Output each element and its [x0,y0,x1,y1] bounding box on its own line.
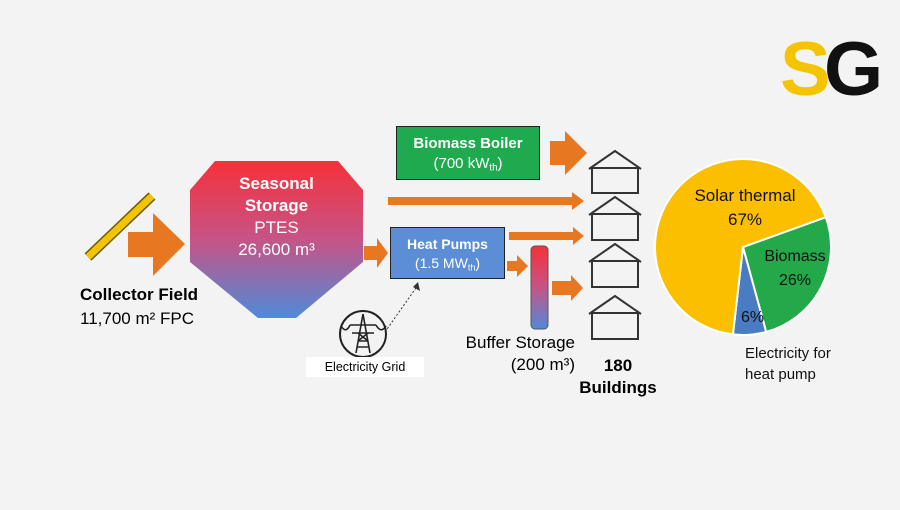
electricity-grid-label: Electricity Grid [306,357,424,377]
pie-label-electricity: Electricity for heat pump [745,343,831,385]
pie-label-biomass-value: 26% [778,272,812,289]
collector-field-subtitle: 11,700 m² FPC [80,309,195,328]
buffer-storage-tank [530,245,549,330]
pie-label-biomass: Biomass 26% [750,245,840,293]
logo-letter-s: S [780,27,831,112]
electricity-pylon-icon [339,310,387,358]
solar-collector-icon [84,192,156,261]
biomass-boiler-box: Biomass Boiler (700 kWth) [396,126,540,180]
arrow-heatpumps-to-buffer [507,255,528,277]
logo-letter-g: G [824,27,883,112]
collector-field-title: Collector Field [80,285,199,304]
storage-line-volume: 26,600 m³ [238,240,315,259]
energy-share-pie-chart [654,158,832,336]
buildings-count: 180 [603,356,633,375]
pie-label-solar: Solar thermal 67% [675,184,815,232]
pie-label-electricity-value: 6% [741,309,765,326]
arrow-storage-to-buildings [388,192,584,210]
pie-slice-solar-thermal [654,158,828,336]
arrow-buffer-to-buildings [552,275,583,301]
pie-label-solar-name: Solar thermal [694,186,796,205]
grid-to-heatpumps-connector [384,284,419,333]
arrow-storage-to-heatpumps [364,238,388,268]
seasonal-storage-shape [190,161,363,318]
arrow-biomass-to-buildings [550,131,587,175]
buildings-icon [588,149,642,340]
buffer-storage-label: Buffer Storage (200 m³) [443,332,575,376]
connector-arrowhead [413,282,420,291]
biomass-boiler-title: Biomass Boiler [413,135,523,152]
pie-label-electricity-line2: heat pump [745,366,816,383]
pie-label-biomass-name: Biomass [764,248,826,265]
heat-pumps-capacity: (1.5 MWth) [391,255,504,272]
pie-label-solar-value: 67% [727,210,763,229]
capacity-sub: th [467,262,476,273]
heat-pumps-box: Heat Pumps (1.5 MWth) [390,227,505,279]
pie-slice-biomass [741,215,832,334]
storage-line-ptes: PTES [254,218,299,237]
storage-line-storage: Storage [244,196,309,215]
capacity-suffix: ) [475,255,481,271]
capacity-suffix: ) [497,155,503,172]
buffer-storage-volume: (200 m³) [510,355,575,374]
arrow-heatpumps-to-buildings [509,227,584,245]
biomass-boiler-capacity: (700 kWth) [397,155,539,173]
seasonal-storage-label: Seasonal Storage PTES 26,600 m³ [190,173,363,261]
buildings-label: 180 Buildings [568,355,668,399]
capacity-prefix: (700 kW [433,155,490,172]
arrow-collector-to-storage [128,213,185,276]
buildings-text: Buildings [579,378,657,397]
pie-label-electricity-line1: Electricity for [745,345,831,362]
capacity-prefix: (1.5 MW [414,255,468,271]
buffer-storage-title: Buffer Storage [465,333,575,352]
heat-pumps-title: Heat Pumps [407,236,488,252]
capacity-sub: th [489,162,498,174]
storage-line-seasonal: Seasonal [239,174,314,193]
